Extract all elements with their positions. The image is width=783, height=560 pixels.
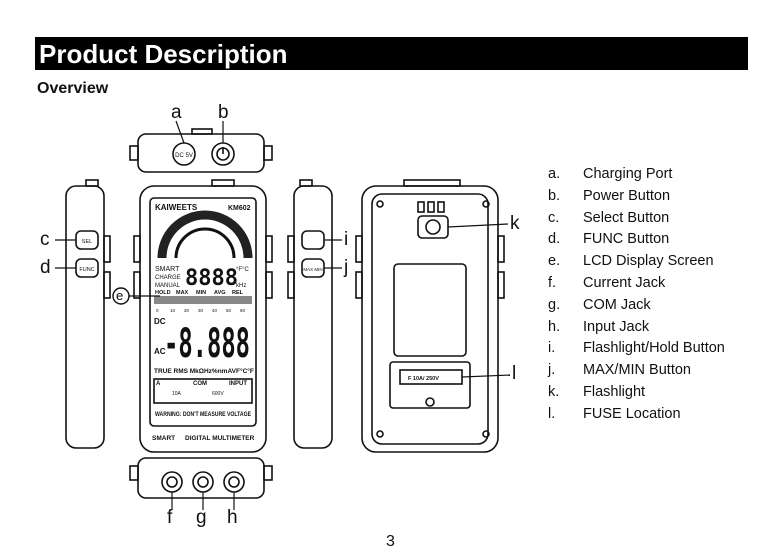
legend-key: d. [548,231,561,248]
left-side-view [65,179,111,449]
lcd-dc: DC [154,317,166,326]
callout-c: c [40,229,50,250]
lcd-small-digits: 8888 [185,266,238,291]
legend-key: f. [548,274,557,291]
lcd-flag-rel: REL [232,290,244,296]
func-button-label: FUNC [79,267,94,273]
lcd-ac: AC [154,347,166,356]
lcd-scale-50: 50 [226,308,232,313]
warning-label: WARNING: DON'T MEASURE VOLTAGE [155,412,251,418]
charge-port-label: DC 5V [175,153,193,159]
legend-key: j. [548,362,556,379]
section-heading: Overview [37,80,109,97]
legend-text: Flashlight [583,383,646,400]
back-view [355,179,505,453]
legend-key: c. [548,209,560,226]
legend-text: Power Button [583,187,671,204]
jack-label-com: COM [193,381,207,387]
legend-text: Flashlight/Hold Button [583,340,725,357]
lcd-flag-min: MIN [196,290,206,296]
legend-text: FUSE Location [583,405,681,422]
top-view [129,128,273,173]
callout-f: f [167,507,173,528]
sel-button-label: SEL [82,239,92,245]
jack-label-a: A [156,381,161,387]
lcd-big-digits: -8.888 [164,321,250,367]
callout-e: e [116,288,124,303]
lcd-scale-20: 20 [184,308,190,313]
lcd-scale-10: 10 [170,308,176,313]
legend-text: LCD Display Screen [583,253,714,270]
callout-j: j [344,257,349,278]
legend-text: COM Jack [583,296,651,313]
lcd-scale-30: 30 [198,308,204,313]
jack-label-input: INPUT [229,381,247,387]
lcd-scale-60: 60 [240,308,246,313]
brand-label: KAIWEETS [155,203,198,212]
jack-rating-10a: 10A [172,391,182,397]
footer-multimeter: DIGITAL MULTIMETER [185,435,255,442]
callout-a: a [171,102,182,123]
lcd-scale-40: 40 [212,308,218,313]
lcd-mode-smart: SMART [155,266,180,273]
lcd-flag-avg: AVG [214,290,226,296]
legend-key: l. [548,405,556,422]
legend-key: g. [548,296,561,313]
lcd-mode-manual: MANUAL [155,283,181,289]
page-title: Product Description [39,39,288,69]
callout-g: g [196,507,207,528]
front-view [133,179,273,453]
bottom-view [129,457,273,499]
callout-h: h [227,507,238,528]
fuse-label: F 10A/ 250V [408,376,439,382]
jack-rating-600v: 600V [212,391,224,397]
legend-text: Charging Port [583,166,673,182]
legend-key: h. [548,318,561,335]
lcd-flag-hold: HOLD [155,290,171,296]
legend-text: MAX/MIN Button [583,362,691,379]
lcd-flag-max: MAX [176,290,189,296]
legend-key: e. [548,253,561,270]
lcd-units-line: TRUE RMS MkΩHz%nmAVF°C°F [154,367,254,375]
callout-k: k [510,213,520,234]
callout-d: d [40,257,51,278]
right-side-view [287,179,333,449]
legend-text: Current Jack [583,274,666,291]
legend-text: FUNC Button [583,231,670,248]
callout-b: b [218,102,229,123]
footer-smart: SMART [152,435,175,442]
maxmin-button-label: MAX MIN [303,267,322,272]
lcd-mode-charge: CHARGE [155,275,181,281]
callout-leaders [55,120,511,510]
lcd-khz: kHz [236,283,246,289]
page-number: 3 [386,533,395,550]
legend-key: b. [548,187,561,204]
legend-key: i. [548,340,556,357]
legend-key: a. [548,166,561,182]
callout-i: i [344,229,349,250]
model-label: KM602 [228,205,251,212]
legend-text: Select Button [583,209,670,226]
lcd-scale-0: 0 [156,308,159,313]
title-bar: Product Description [35,37,748,70]
lcd-temp-units: °F°C [236,267,249,273]
legend-key: k. [548,383,560,400]
callout-l: l [512,363,517,384]
legend-text: Input Jack [583,318,650,335]
